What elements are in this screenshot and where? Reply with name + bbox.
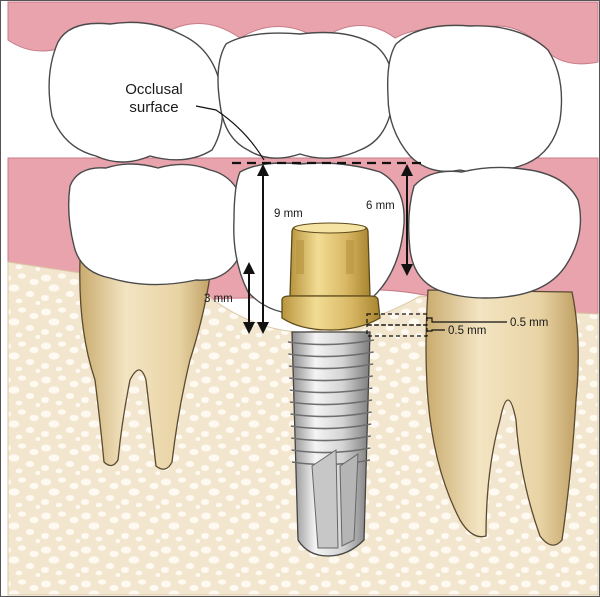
occlusal-label-line1: Occlusal bbox=[125, 81, 183, 98]
dimension-3mm-label: 3 mm bbox=[204, 293, 233, 305]
lower-left-molar-crown bbox=[69, 164, 246, 285]
occlusal-label-line2: surface bbox=[129, 99, 178, 116]
implant-body bbox=[288, 332, 374, 556]
dimension-6mm-label: 6 mm bbox=[366, 200, 395, 212]
dimension-0.5mm-label-b: 0.5 mm bbox=[448, 325, 486, 337]
lower-right-premolar-crown bbox=[409, 167, 581, 298]
dimension-0.5mm-label-a: 0.5 mm bbox=[510, 317, 548, 329]
upper-tooth-middle bbox=[218, 33, 393, 159]
abutment bbox=[282, 223, 380, 330]
dimension-9mm-label: 9 mm bbox=[274, 208, 303, 220]
upper-tooth-right bbox=[388, 25, 562, 172]
